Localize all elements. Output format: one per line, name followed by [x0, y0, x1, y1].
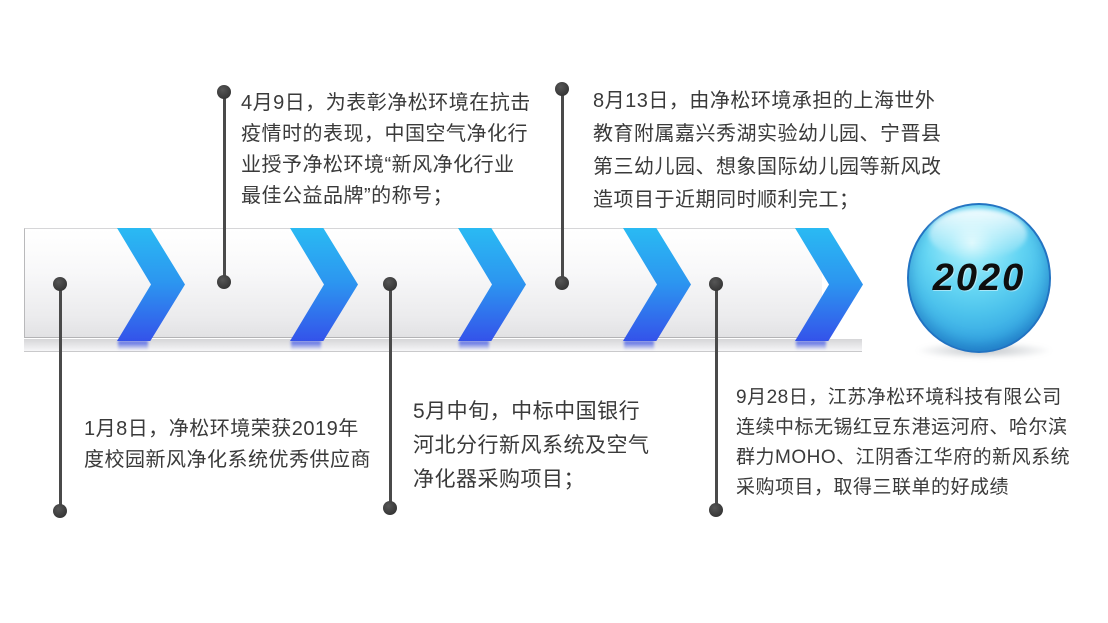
- connector-line-apr: [223, 92, 226, 282]
- note-line: 业授予净松环境“新风净化行业: [241, 154, 515, 176]
- chevron-reflection: [796, 341, 826, 350]
- note-line: 4月9日，为表彰净松环境在抗击: [241, 92, 531, 114]
- year-label: 2020: [932, 256, 1026, 299]
- timeline-node-dot: [53, 504, 67, 518]
- chevron-reflection: [459, 341, 489, 350]
- note-line: 净化器采购项目；: [413, 468, 585, 491]
- note-line: 第三幼儿园、想象国际幼儿园等新风改: [593, 156, 942, 178]
- note-line: 5月中旬，中标中国银行: [413, 400, 641, 423]
- timeline-node-dot: [53, 277, 67, 291]
- note-line: 河北分行新风系统及空气: [413, 434, 650, 457]
- timeline-node-dot: [555, 276, 569, 290]
- timeline-node-dot: [383, 277, 397, 291]
- chevron-reflection: [291, 341, 321, 350]
- connector-line-aug: [561, 89, 564, 283]
- note-line: 教育附属嘉兴秀湖实验幼儿园、宁晋县: [593, 123, 942, 145]
- milestone-note-aug: 8月13日，由净松环境承担的上海世外 教育附属嘉兴秀湖实验幼儿园、宁晋县 第三幼…: [593, 85, 942, 217]
- note-line: 疫情时的表现，中国空气净化行: [241, 123, 528, 145]
- note-line: 群力MOHO、江阴香江华府的新风系统: [736, 447, 1071, 468]
- note-line: 8月13日，由净松环境承担的上海世外: [593, 90, 936, 112]
- note-line: 9月28日，江苏净松环境科技有限公司: [736, 387, 1062, 408]
- timeline-node-dot: [217, 85, 231, 99]
- timeline-node-dot: [709, 277, 723, 291]
- chevron-reflection: [118, 341, 148, 350]
- note-line: 最佳公益品牌”的称号；: [241, 185, 454, 207]
- timeline-node-dot: [383, 501, 397, 515]
- connector-line-may: [389, 284, 392, 508]
- note-line: 1月8日，净松环境荣获2019年: [84, 418, 359, 440]
- year-badge: 2020: [907, 203, 1051, 353]
- chevron-reflection: [624, 341, 654, 350]
- milestone-note-jan: 1月8日，净松环境荣获2019年 度校园新风净化系统优秀供应商: [84, 414, 371, 476]
- timeline-node-dot: [555, 82, 569, 96]
- note-line: 连续中标无锡红豆东港运河府、哈尔滨: [736, 417, 1068, 438]
- milestone-note-apr: 4月9日，为表彰净松环境在抗击 疫情时的表现，中国空气净化行 业授予净松环境“新…: [241, 88, 531, 212]
- timeline-node-dot: [709, 503, 723, 517]
- note-line: 采购项目，取得三联单的好成绩: [736, 477, 1010, 498]
- timeline-node-dot: [217, 275, 231, 289]
- connector-line-sep: [715, 284, 718, 510]
- note-line: 造项目于近期同时顺利完工；: [593, 189, 860, 211]
- note-line: 度校园新风净化系统优秀供应商: [84, 449, 371, 471]
- connector-line-jan: [59, 284, 62, 511]
- milestone-note-may: 5月中旬，中标中国银行 河北分行新风系统及空气 净化器采购项目；: [413, 395, 650, 497]
- milestone-note-sep: 9月28日，江苏净松环境科技有限公司 连续中标无锡红豆东港运河府、哈尔滨 群力M…: [736, 383, 1070, 503]
